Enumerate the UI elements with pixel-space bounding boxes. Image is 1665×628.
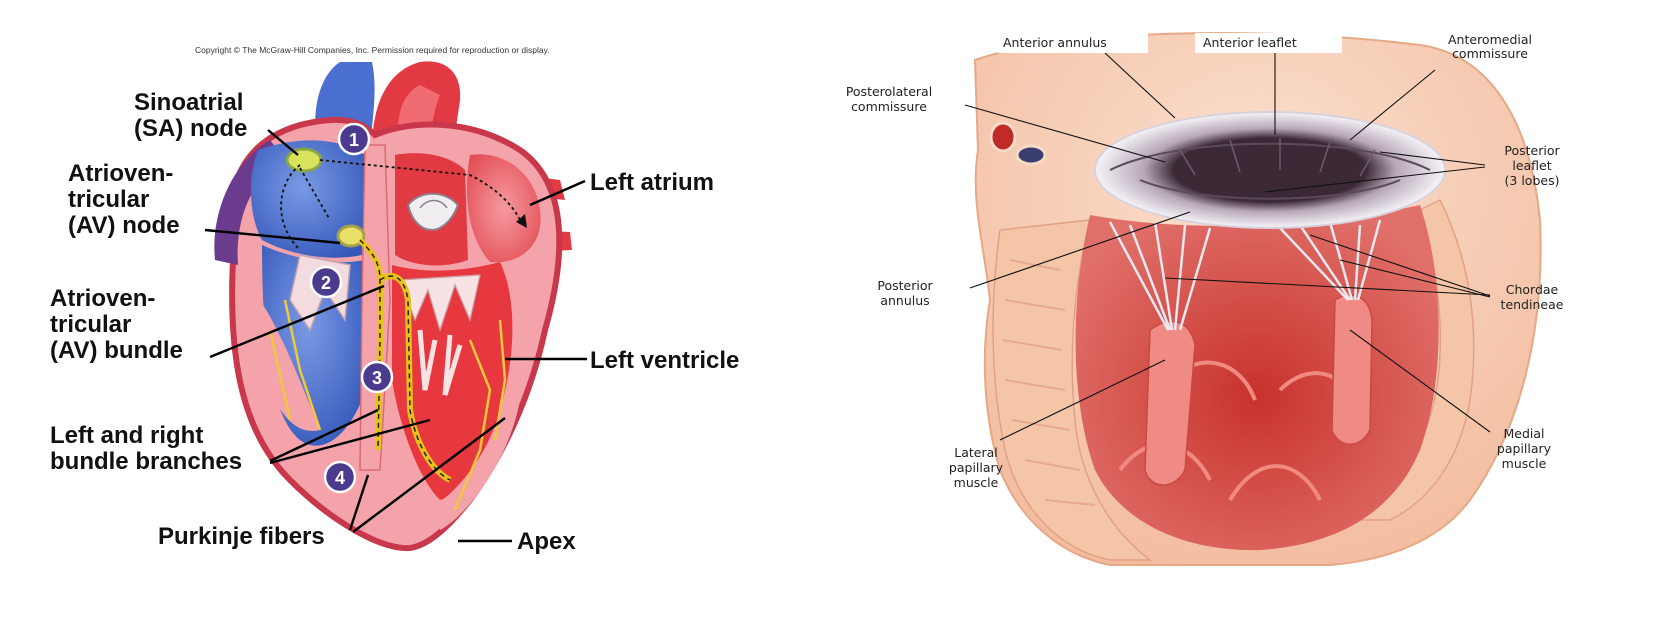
label-av-node-line1: Atrioven- xyxy=(68,160,173,187)
impulse-arrowhead xyxy=(516,214,527,228)
anterior-leaflet-edge xyxy=(1109,142,1431,171)
mitral-valve xyxy=(399,274,481,333)
conduction-system-figure: Copyright © The McGraw-Hill Companies, I… xyxy=(50,45,739,555)
label-posterolateral-line2: commissure xyxy=(851,99,927,114)
leader-av-bundle xyxy=(209,284,385,359)
right-atrium xyxy=(250,140,365,258)
label-posterior-leaflet-line2: leaflet xyxy=(1512,158,1551,173)
posterior-leaflet-edge xyxy=(1139,179,1401,200)
impulse-spread-arrows xyxy=(280,159,521,251)
step-2-number: 2 xyxy=(321,273,331,293)
label-av-bundle-line3: (AV) bundle xyxy=(50,337,183,364)
left-ventricle xyxy=(392,262,514,500)
step-1-number: 1 xyxy=(349,130,359,150)
leader-chordae-c xyxy=(1339,259,1491,298)
leader-lateral-papillary xyxy=(999,359,1166,441)
label-sa-node-line2: (SA) node xyxy=(134,115,247,142)
impulse-path-dashes xyxy=(359,239,451,481)
step-4-number: 4 xyxy=(335,468,345,488)
leader-anteromedial-commissure xyxy=(1349,69,1436,141)
label-posterolateral-line1: Posterolateral xyxy=(846,84,932,99)
label-medial-papillary-line1: Medial xyxy=(1503,426,1544,441)
leader-purkinje-b xyxy=(352,417,506,533)
aortic-valve xyxy=(406,192,460,232)
leader-left-atrium xyxy=(529,179,586,207)
label-posterior-leaflet-line3: (3 lobes) xyxy=(1505,173,1560,188)
label-purkinje-fibers: Purkinje fibers xyxy=(158,523,325,550)
purkinje-fibers xyxy=(268,299,507,511)
label-posterior-annulus-line2: annulus xyxy=(880,293,929,308)
leader-anterior-annulus xyxy=(1104,52,1176,119)
left-leader-lines xyxy=(204,129,587,543)
label-lateral-papillary-line2: papillary xyxy=(949,460,1004,475)
leader-posterior-leaflet-b xyxy=(1264,166,1486,193)
leader-purkinje-a xyxy=(348,474,370,531)
step-3-number: 3 xyxy=(372,368,382,388)
label-chordae-line2: tendineae xyxy=(1501,297,1564,312)
label-av-node-line2: tricular xyxy=(68,186,149,213)
label-apex: Apex xyxy=(517,528,576,555)
label-posterior-annulus-line1: Posterior xyxy=(877,278,933,293)
label-medial-papillary-line2: papillary xyxy=(1497,441,1552,456)
label-left-atrium: Left atrium xyxy=(590,169,714,196)
leader-sa-node xyxy=(267,129,299,156)
leader-posterior-annulus xyxy=(969,211,1191,289)
leader-posterior-leaflet-a xyxy=(1379,151,1486,166)
rv-myocardium xyxy=(259,300,320,431)
label-anteromedial-line2: commissure xyxy=(1452,46,1528,61)
label-av-node-line3: (AV) node xyxy=(68,212,180,239)
left-labels: Sinoatrial (SA) node Atrioven- tricular … xyxy=(50,89,739,555)
copyright-notice: Copyright © The McGraw-Hill Companies, I… xyxy=(195,45,550,55)
label-av-bundle-line1: Atrioven- xyxy=(50,285,155,312)
leader-posterolateral-commissure xyxy=(964,104,1166,163)
aortic-valve-cusp xyxy=(419,199,448,209)
sa-node xyxy=(285,147,323,173)
label-anterior-leaflet: Anterior leaflet xyxy=(1203,35,1297,50)
label-posterior-leaflet-line1: Posterior xyxy=(1504,143,1560,158)
label-box-anterior-leaflet xyxy=(1195,33,1342,53)
label-box-anterior-annulus xyxy=(998,33,1148,53)
leader-branch-right xyxy=(269,408,379,463)
label-anterior-annulus: Anterior annulus xyxy=(1003,35,1107,50)
label-lateral-papillary-line1: Lateral xyxy=(954,445,998,460)
coronary-artery xyxy=(989,121,1017,153)
medial-papillary-muscle xyxy=(1331,294,1373,445)
label-chordae-line1: Chordae xyxy=(1506,282,1559,297)
leader-chordae-a xyxy=(1164,277,1491,296)
right-labels: Anterior annulus Anterior leaflet Antero… xyxy=(846,32,1564,490)
label-anteromedial-line1: Anteromedial xyxy=(1448,32,1532,47)
label-medial-papillary-line3: muscle xyxy=(1502,456,1547,471)
label-lateral-papillary-line3: muscle xyxy=(954,475,999,490)
leader-chordae-b xyxy=(1309,234,1491,297)
step-badge-2: 2 xyxy=(309,265,343,299)
lv-wall xyxy=(435,262,525,530)
leader-branch-left xyxy=(269,418,431,465)
label-bundle-branches-line2: bundle branches xyxy=(50,448,242,475)
step-badge-4: 4 xyxy=(323,460,357,494)
mitral-annulus xyxy=(1094,111,1446,229)
leader-medial-papillary xyxy=(1349,329,1491,433)
label-sa-node-line1: Sinoatrial xyxy=(134,89,243,116)
label-av-bundle-line2: tricular xyxy=(50,311,131,338)
conduction-pathway xyxy=(268,147,527,511)
left-atrium xyxy=(466,154,541,263)
leader-av-node xyxy=(204,228,341,245)
leaflet-folds xyxy=(1179,138,1376,177)
step-badge-3: 3 xyxy=(360,360,394,394)
av-node xyxy=(336,224,366,248)
label-bundle-branches-line1: Left and right xyxy=(50,422,203,449)
step-badge-1: 1 xyxy=(337,122,371,156)
chordae-tendineae xyxy=(1108,219,1382,331)
lv-papillary xyxy=(417,329,463,396)
medial-wall xyxy=(1357,198,1475,521)
mitral-valve-figure: Anterior annulus Anterior leaflet Antero… xyxy=(846,32,1564,566)
label-left-ventricle: Left ventricle xyxy=(590,347,739,374)
coronary-vein xyxy=(1015,144,1047,166)
right-leader-lines xyxy=(964,50,1491,441)
